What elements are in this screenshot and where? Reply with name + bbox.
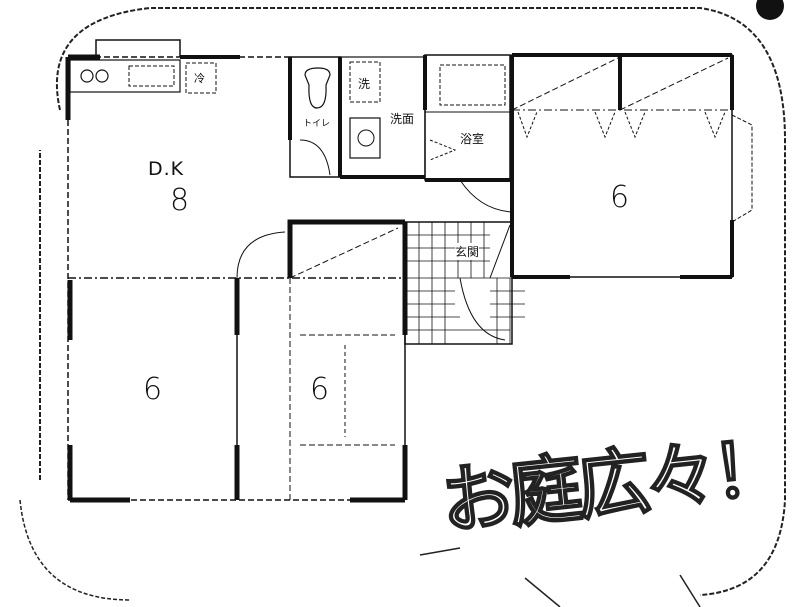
fridge-label: 冷 <box>194 72 205 85</box>
corner-dot <box>756 0 784 20</box>
washer-label: 洗 <box>358 77 371 91</box>
dk-room-name: D.K <box>148 158 185 180</box>
entrance-label: 玄関 <box>455 243 480 260</box>
bedroom-east-size: 6 <box>610 180 630 215</box>
garden-boundary <box>39 7 786 596</box>
washroom-label: 洗面 <box>390 112 415 126</box>
room-south-center-size: 6 <box>310 372 330 407</box>
room-southwest-size: 6 <box>143 372 163 407</box>
kitchen-counter <box>69 59 217 94</box>
bathroom-label: 浴室 <box>460 132 485 146</box>
toilet-label: トイレ <box>303 119 331 129</box>
dk-room-size: 8 <box>170 183 190 218</box>
